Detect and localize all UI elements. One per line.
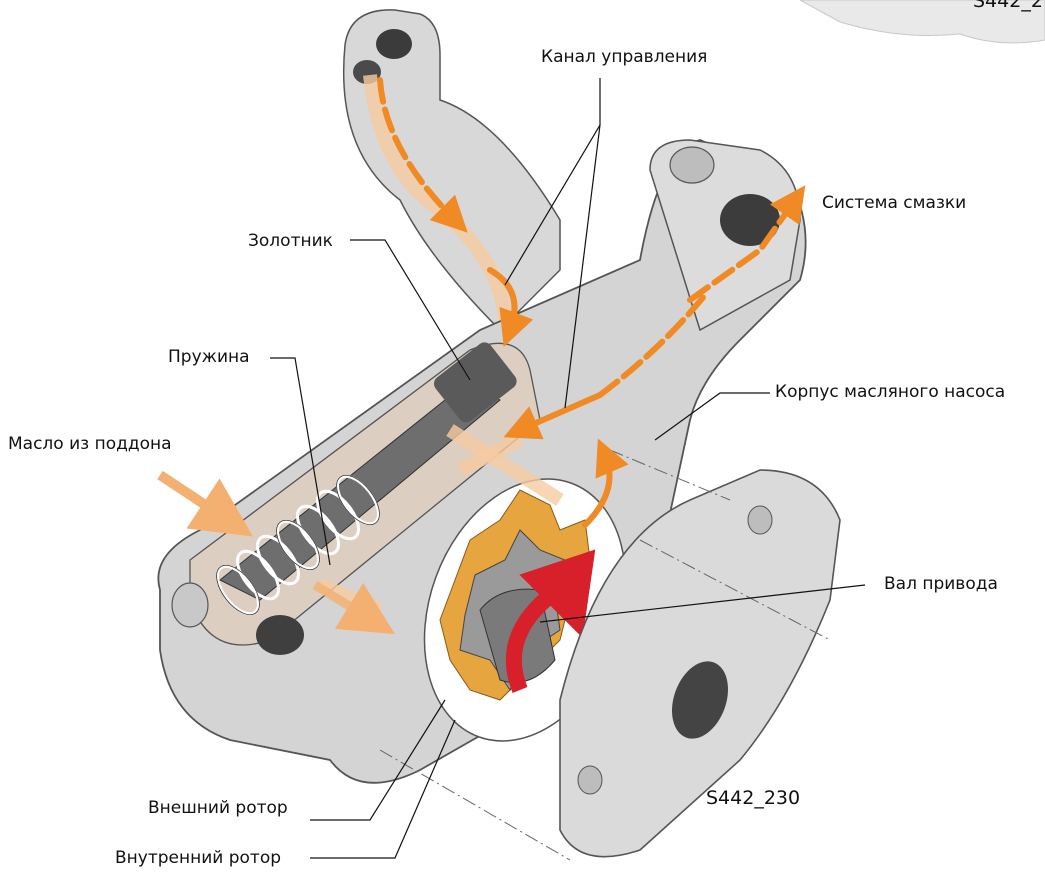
label-spring: Пружина (168, 347, 250, 367)
corner-figure-id: S442_2 (973, 0, 1043, 12)
tower-bolt-hole (670, 147, 714, 183)
housing-bolt-ring (172, 583, 208, 627)
label-spool: Золотник (248, 231, 333, 251)
label-oil-from-sump: Масло из поддона (8, 434, 172, 454)
label-inner-rotor: Внутренний ротор (115, 848, 281, 868)
figure-id: S442_230 (706, 787, 800, 809)
label-outer-rotor: Внешний ротор (148, 798, 288, 818)
oil-inlet-arrow (160, 475, 228, 520)
label-pump-housing: Корпус масляного насоса (775, 382, 1005, 402)
housing-bolt-hole (256, 615, 304, 655)
rear-cover-bolt-2 (578, 766, 602, 794)
label-drive-shaft: Вал привода (884, 574, 998, 594)
bracket-upper-left (344, 10, 560, 330)
label-control-channel: Канал управления (541, 47, 707, 67)
label-lubrication-system: Система смазки (822, 193, 966, 213)
bracket-hole-1 (376, 29, 412, 59)
rear-cover-bolt-1 (748, 506, 772, 534)
